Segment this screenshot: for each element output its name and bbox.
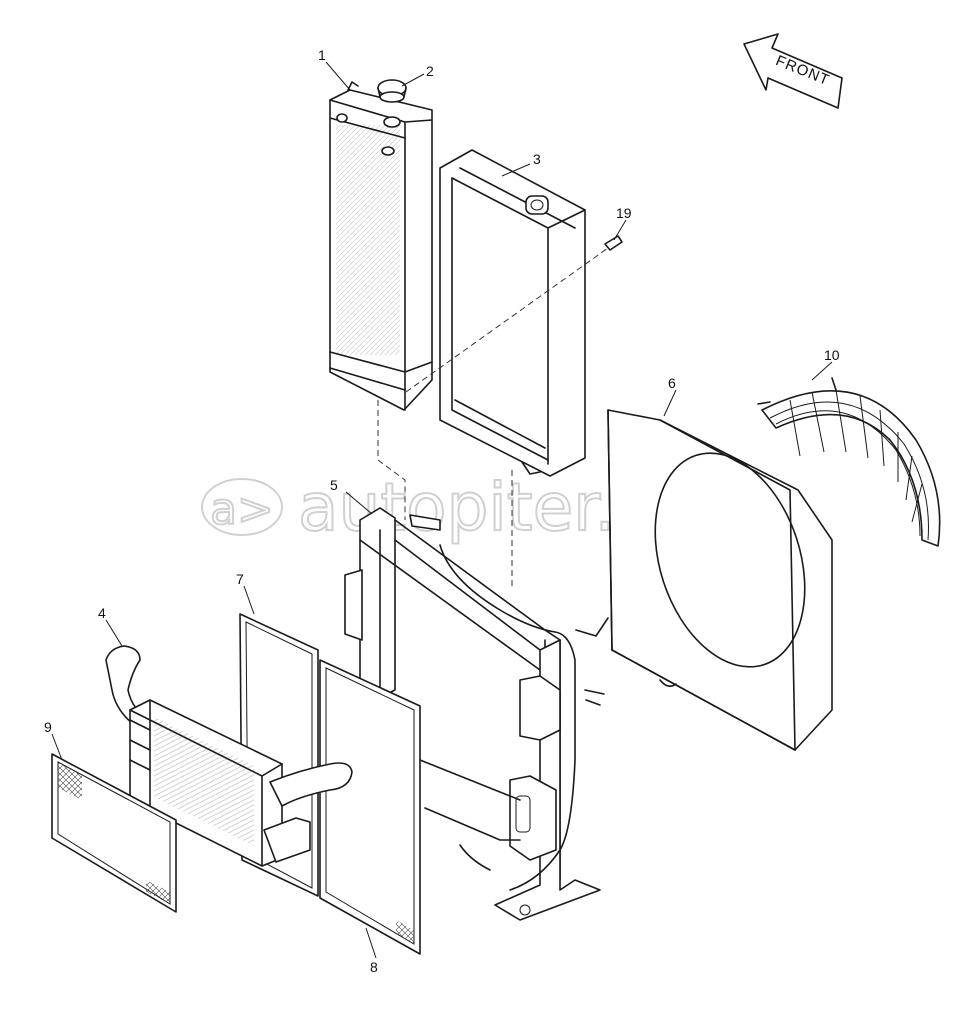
leader-lines: [51, 61, 833, 959]
part-6-fan-shroud: [607, 409, 833, 751]
part-5-frame: [344, 507, 609, 921]
callouts: 1 2 3 4 5 6 7 8 9 10 19: [44, 47, 840, 975]
callout-4: 4: [98, 605, 106, 621]
part-4-intercooler: [105, 645, 353, 867]
part-2-radiator-cap: [377, 79, 407, 103]
part-9-screen: [51, 753, 177, 913]
watermark-logo: [201, 478, 283, 536]
callout-7: 7: [236, 571, 244, 587]
callout-2: 2: [426, 63, 434, 79]
callout-19: 19: [616, 205, 632, 221]
callout-10: 10: [824, 347, 840, 363]
part-1-radiator: [329, 81, 433, 411]
callout-6: 6: [668, 375, 676, 391]
callout-9: 9: [44, 719, 52, 735]
part-3-oil-cooler: [439, 149, 586, 477]
callout-1: 1: [318, 47, 326, 63]
watermark-logo-text: a>: [210, 484, 274, 535]
alignment-lines: [377, 247, 609, 590]
part-19-clip: [604, 235, 623, 251]
part-8-screen: [319, 659, 421, 955]
callout-5: 5: [330, 477, 338, 493]
part-10-fan-guard: [757, 377, 941, 547]
callout-8: 8: [370, 959, 378, 975]
callout-3: 3: [533, 151, 541, 167]
front-direction-arrow: FRONT: [743, 33, 843, 109]
